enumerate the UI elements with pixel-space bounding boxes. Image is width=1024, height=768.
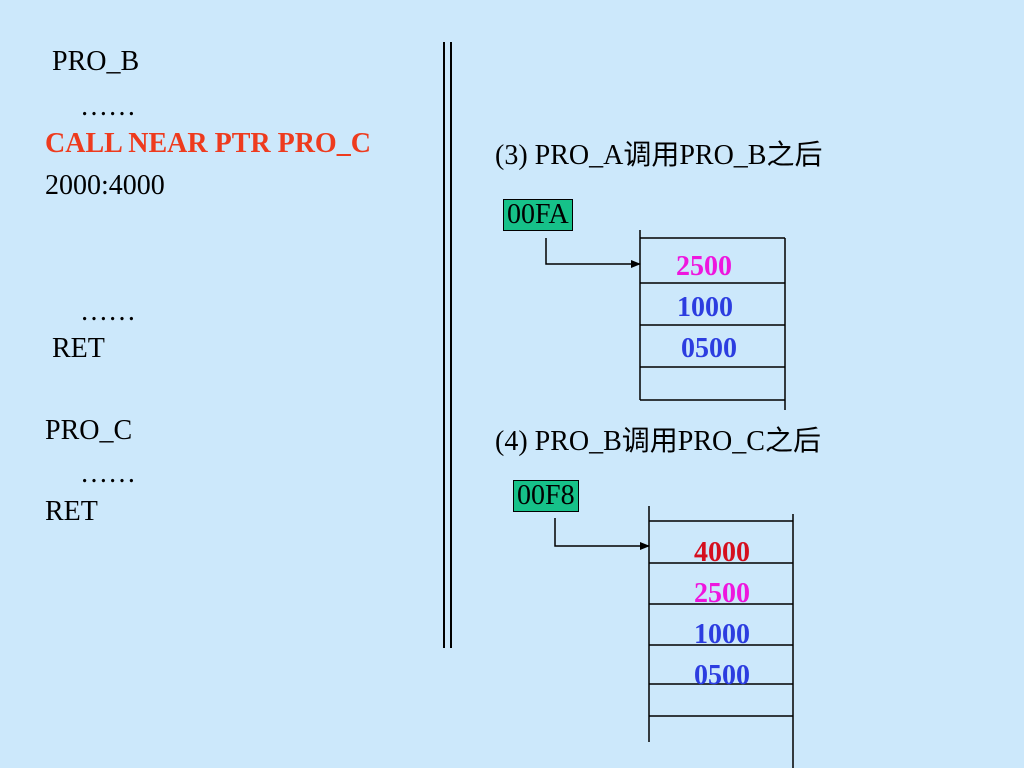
stack4-pointer-arrow [554, 518, 650, 550]
stack4-cell-2: 2500 [694, 578, 750, 609]
divider-line-right [450, 42, 452, 648]
diagram3-caption: (3) PRO_A调用PRO_B之后 [495, 140, 823, 171]
stack3-cell-1: 2500 [676, 251, 732, 282]
divider-line-left [443, 42, 445, 648]
code-line-ellipsis-3: …… [80, 458, 136, 489]
stack3-pointer-arrow [545, 238, 641, 268]
code-line-call: CALL NEAR PTR PRO_C [45, 128, 371, 159]
code-line-ellipsis-2: …… [80, 296, 136, 327]
code-line-pro-b: PRO_B [52, 46, 140, 77]
stack3-cell-2: 1000 [677, 292, 733, 323]
diagram4-sp-box: 00F8 [513, 480, 579, 512]
code-line-pro-c: PRO_C [45, 415, 133, 446]
stack3-frame [639, 230, 786, 410]
stack3-cell-3: 0500 [681, 333, 737, 364]
code-line-ret-2: RET [45, 496, 98, 527]
stack4-cell-1: 4000 [694, 537, 750, 568]
code-line-ret-1: RET [52, 333, 105, 364]
diagram4-caption: (4) PRO_B调用PRO_C之后 [495, 426, 821, 457]
stack4-cell-3: 1000 [694, 619, 750, 650]
code-line-address: 2000:4000 [45, 170, 165, 201]
diagram3-sp-box: 00FA [503, 199, 573, 231]
stack4-cell-4: 0500 [694, 660, 750, 691]
code-line-ellipsis-1: …… [80, 91, 136, 122]
